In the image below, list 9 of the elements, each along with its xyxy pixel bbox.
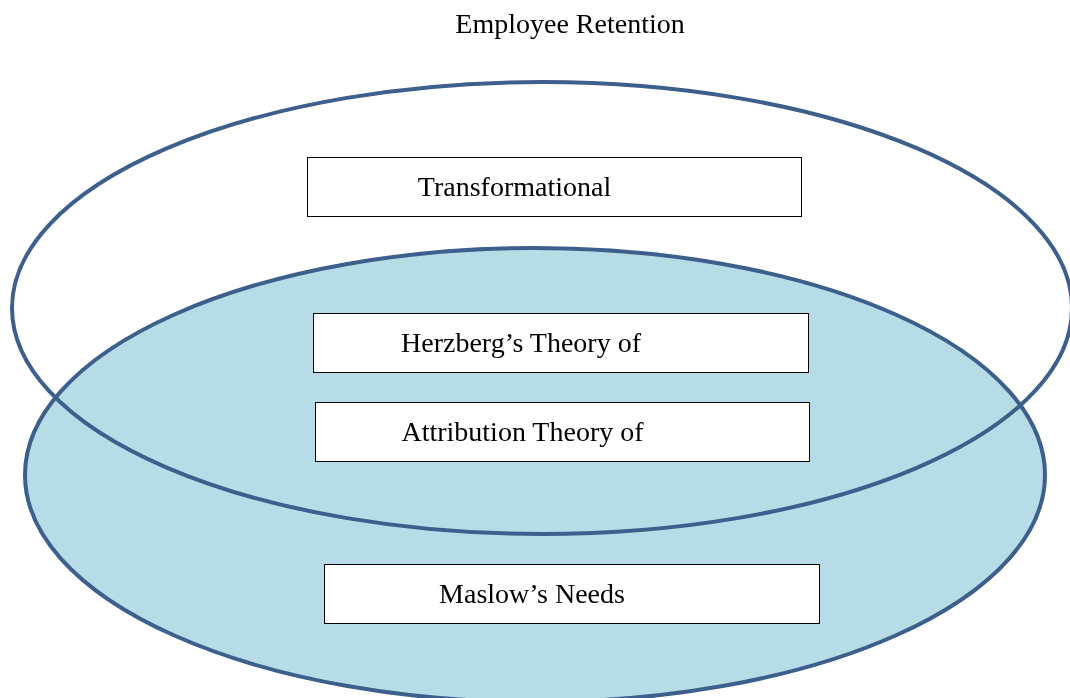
text-box	[315, 402, 810, 462]
box-label: Maslow’s Needs	[439, 578, 625, 610]
box-label: Attribution Theory of	[401, 416, 644, 448]
text-box	[313, 313, 809, 373]
diagram-title: Employee Retention	[454, 8, 686, 40]
box-label: Herzberg’s Theory of	[401, 327, 641, 359]
text-box	[307, 157, 802, 217]
box-label: Transformational	[417, 171, 612, 203]
text-box	[324, 564, 820, 624]
